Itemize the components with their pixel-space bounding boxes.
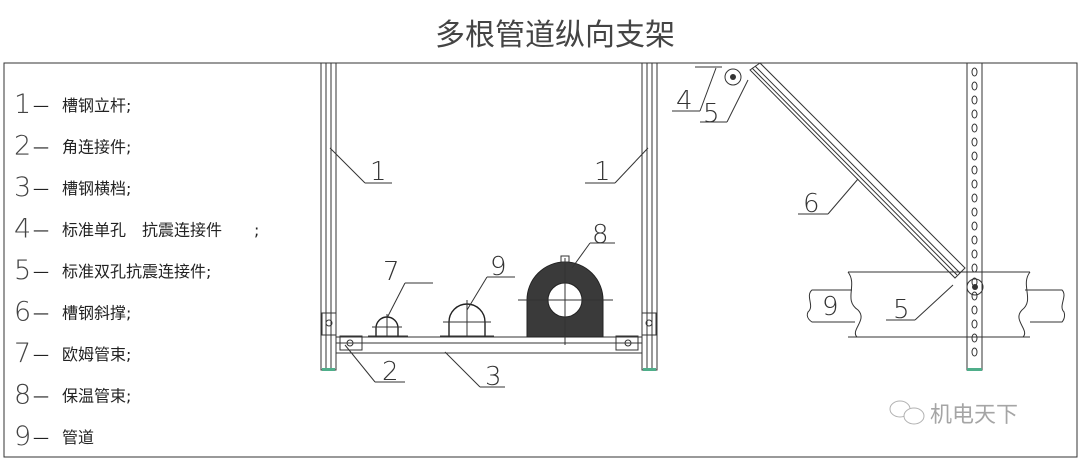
legend-number: 4 xyxy=(14,214,31,245)
strut-hole xyxy=(971,305,978,315)
strut-hole xyxy=(971,165,978,175)
legend-item: 5— 标准双孔抗震连接件; xyxy=(14,255,211,286)
legend-text: 槽钢斜撑; xyxy=(62,304,131,323)
watermark: 机电天下 xyxy=(889,400,1018,428)
legend-number: 5 xyxy=(14,255,31,286)
ohm-clamp xyxy=(368,314,408,337)
legend-item: 3— 槽钢横档; xyxy=(14,172,131,203)
legend-item: 2— 角连接件; xyxy=(14,131,131,162)
strut-hole xyxy=(971,81,978,91)
legend-number: 3 xyxy=(14,172,31,203)
callout-3: 3 xyxy=(485,362,502,392)
legend-number: 6 xyxy=(14,297,31,328)
strut-hole xyxy=(971,347,978,357)
strut-hole xyxy=(971,193,978,203)
legend-item: 8— 保温管束; xyxy=(14,380,131,411)
callout-5-top: 5 xyxy=(703,99,720,129)
legend-number: 8 xyxy=(14,380,31,411)
legend-dash: — xyxy=(33,387,49,406)
callout-8: 8 xyxy=(592,220,609,250)
legend-dash: — xyxy=(33,345,49,364)
drawing-title: 多根管道纵向支架 xyxy=(435,18,675,53)
strut-hole xyxy=(971,151,978,161)
callout-5-bottom: 5 xyxy=(893,295,910,325)
strut-hole xyxy=(971,123,978,133)
strut-hole xyxy=(971,95,978,105)
strut-hole xyxy=(971,319,978,329)
legend-text: 槽钢横档; xyxy=(62,179,131,198)
left-upright xyxy=(320,62,337,371)
legend-text: 角连接件; xyxy=(62,138,131,157)
callout-6: 6 xyxy=(803,189,820,219)
wechat-icon xyxy=(889,400,925,425)
strut-hole xyxy=(971,333,978,343)
legend-dash: — xyxy=(33,96,49,115)
diagonal-brace xyxy=(749,62,966,279)
legend-item: 7— 欧姆管束; xyxy=(14,338,131,369)
legend-text: 标准双孔抗震连接件; xyxy=(62,262,211,281)
callouts: 1 1 2 3 7 9 8 4 5 6 5 9 xyxy=(329,67,954,392)
legend-number: 1 xyxy=(14,89,31,120)
strut-hole xyxy=(971,263,978,273)
legend-item: 4— 标准单孔 抗震连接件 ; xyxy=(14,214,259,245)
side-pipe xyxy=(806,271,1066,338)
legend-number: 2 xyxy=(14,131,31,162)
legend-text: 管道 xyxy=(62,428,94,447)
drawing-frame xyxy=(3,62,1078,458)
left-elevation xyxy=(320,62,658,371)
side-view xyxy=(695,62,1066,371)
legend-dash: — xyxy=(33,138,49,157)
legend-item: 9— 管道 xyxy=(14,421,94,452)
pipe-clamp xyxy=(440,300,494,337)
insulated-clamp xyxy=(518,255,613,345)
legend-text: 欧姆管束; xyxy=(62,345,131,364)
legend-item: 6— 槽钢斜撑; xyxy=(14,297,131,328)
crossbar xyxy=(335,336,643,354)
legend-dash: — xyxy=(33,428,49,447)
strut-hole xyxy=(971,67,978,77)
strut-hole xyxy=(971,235,978,245)
corner-connectors xyxy=(321,312,657,351)
legend: 1—槽钢立杆;2—角连接件;3—槽钢横档;4—标准单孔 抗震连接件 ;5—标准双… xyxy=(14,89,259,452)
callout-2: 2 xyxy=(382,357,399,387)
strut-hole xyxy=(971,291,978,301)
legend-text: 标准单孔 抗震连接件 ; xyxy=(62,221,259,240)
double-hole-connectors xyxy=(695,66,984,296)
strut-hole xyxy=(971,109,978,119)
watermark-text: 机电天下 xyxy=(930,403,1018,428)
right-upright xyxy=(641,62,658,371)
strut-hole xyxy=(971,179,978,189)
strut-hole xyxy=(971,221,978,231)
legend-text: 保温管束; xyxy=(62,387,131,406)
callout-9-side: 9 xyxy=(822,292,839,322)
callout-7: 7 xyxy=(383,257,400,287)
legend-text: 槽钢立杆; xyxy=(62,96,131,115)
legend-number: 9 xyxy=(14,421,31,452)
strut-hole xyxy=(971,137,978,147)
callout-9: 9 xyxy=(490,252,507,282)
perforated-strut xyxy=(966,62,983,371)
callout-4: 4 xyxy=(676,86,693,116)
legend-dash: — xyxy=(33,221,49,240)
legend-dash: — xyxy=(33,179,49,198)
legend-dash: — xyxy=(33,304,49,323)
legend-number: 7 xyxy=(14,338,31,369)
callout-1-right: 1 xyxy=(594,157,611,187)
strut-hole xyxy=(971,249,978,259)
legend-item: 1— 槽钢立杆; xyxy=(14,89,131,120)
legend-dash: — xyxy=(33,262,49,281)
strut-hole xyxy=(971,207,978,217)
callout-1-left: 1 xyxy=(370,157,387,187)
